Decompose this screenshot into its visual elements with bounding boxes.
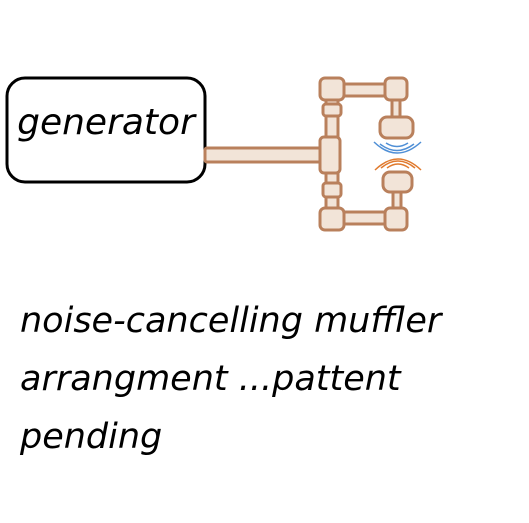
- sound-waves-blue: [373, 141, 422, 154]
- exhaust-pipe: [203, 146, 325, 164]
- blue-wave-3: [373, 141, 422, 154]
- top-right-elbow: [383, 76, 409, 102]
- blue-wave-2: [379, 143, 415, 152]
- bottom-left-elbow: [318, 206, 346, 232]
- upper-collar: [321, 102, 343, 118]
- caption-line-1: noise-cancelling muffler: [20, 301, 442, 341]
- diagram-caption: noise-cancelling muffler arrangment ...p…: [20, 292, 520, 466]
- muffler-diagram: generator: [5, 76, 422, 232]
- center-junction: [318, 135, 342, 175]
- top-left-elbow: [318, 76, 346, 102]
- lower-collar: [321, 181, 343, 199]
- bottom-uppipe: [391, 189, 403, 210]
- blue-wave-1: [385, 142, 409, 148]
- orange-wave-2: [380, 160, 416, 169]
- lower-muffler-can: [381, 170, 414, 194]
- orange-wave-3: [374, 158, 422, 171]
- orange-wave-1: [386, 163, 410, 169]
- bottom-right-elbow: [383, 206, 409, 232]
- muffler-manifold: [318, 76, 415, 232]
- generator-block: generator: [5, 76, 207, 184]
- sound-waves-orange: [374, 158, 422, 171]
- generator-label: generator: [17, 102, 197, 143]
- generator-box: [5, 76, 207, 184]
- top-downpipe: [390, 98, 402, 120]
- caption-line-3: pending: [20, 417, 163, 457]
- caption-line-2: arrangment ...pattent: [20, 359, 401, 399]
- exhaust-pipe-segment: [203, 146, 325, 164]
- upper-muffler-can: [378, 115, 415, 140]
